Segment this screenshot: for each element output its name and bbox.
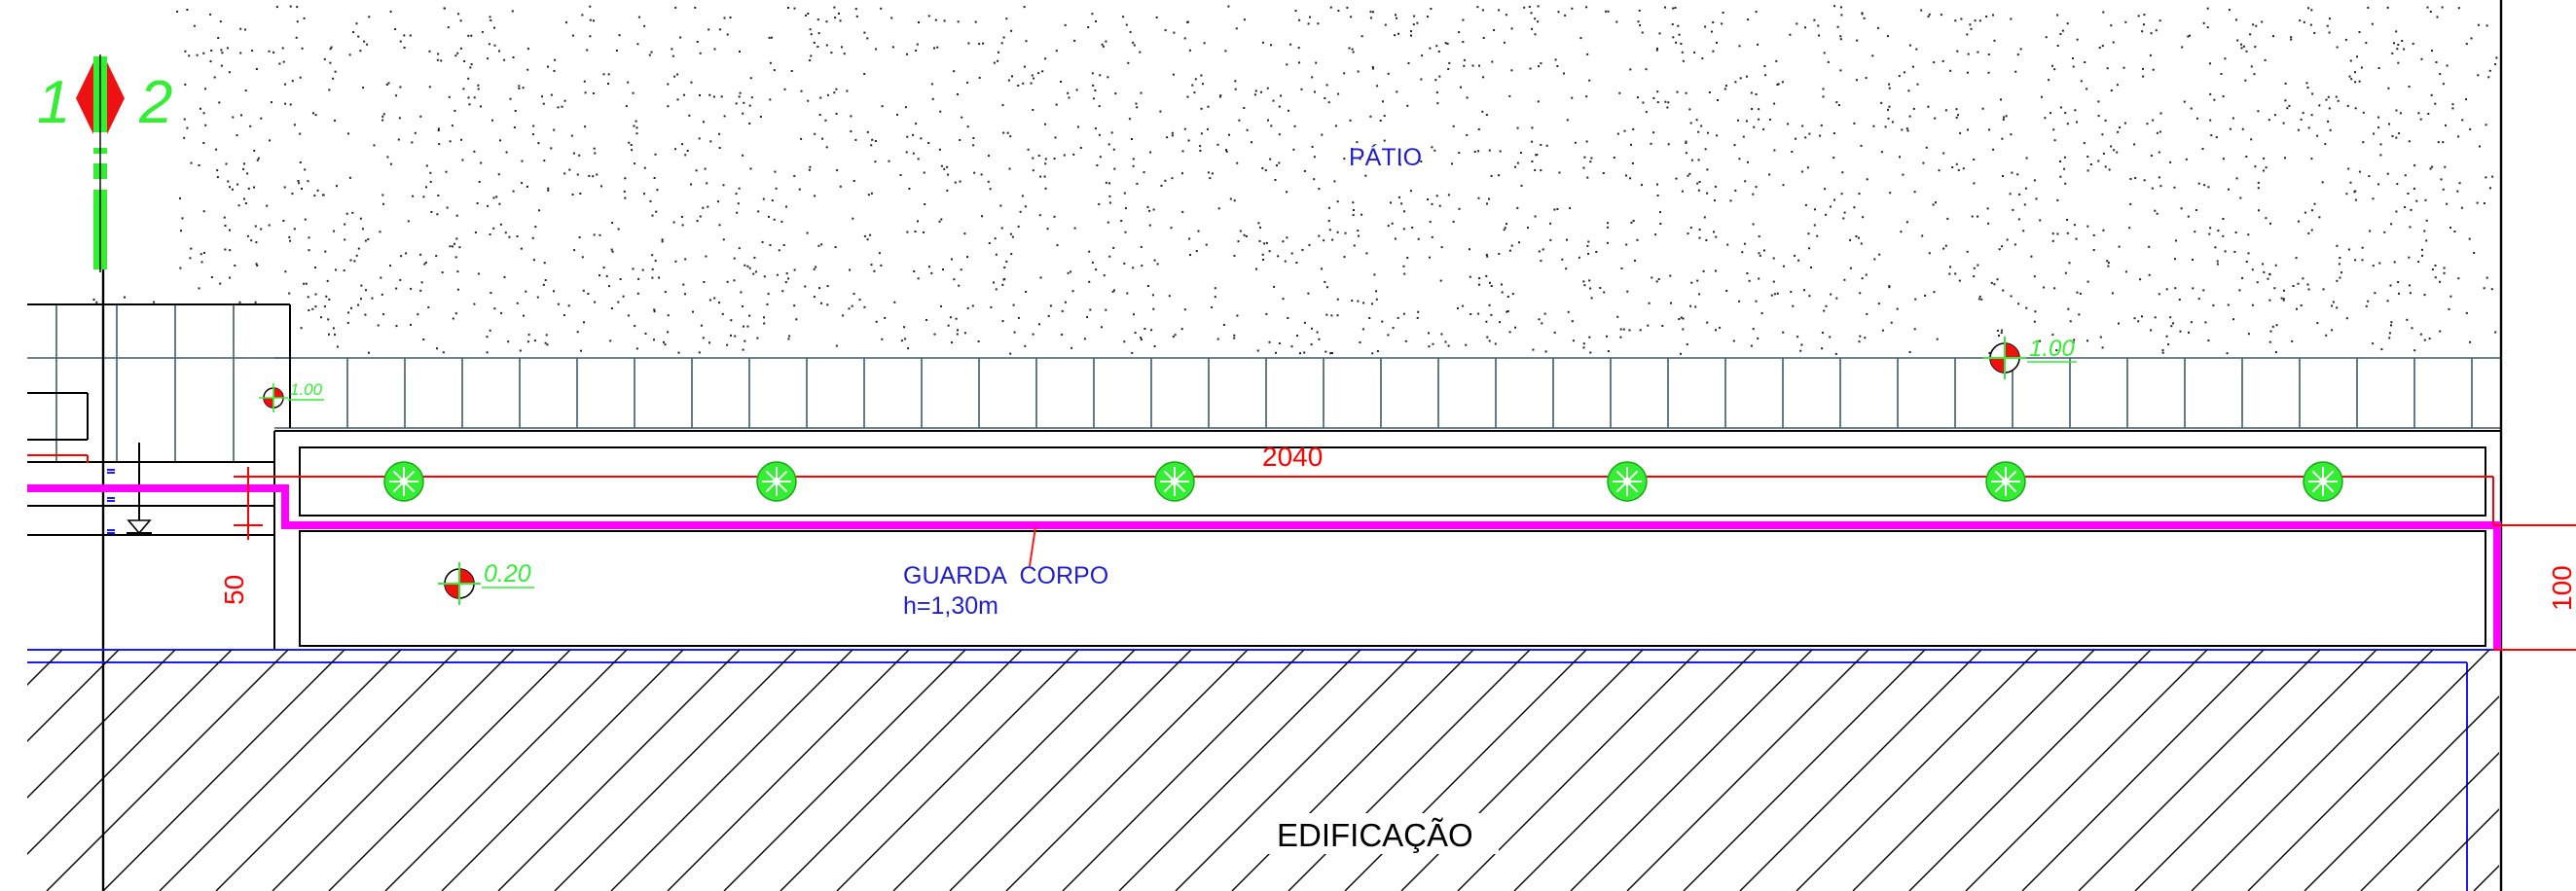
drain-icon	[2303, 461, 2343, 502]
drain-symbols	[383, 461, 2343, 502]
drain-icon	[1985, 461, 2026, 502]
building-label-mask	[1265, 813, 1499, 854]
drain-icon	[756, 461, 797, 502]
drain-icon	[1154, 461, 1195, 502]
guard-rail-label: GUARDA CORPO	[903, 562, 1108, 589]
building-hatch	[27, 650, 2499, 891]
level-value: 1.00	[290, 380, 323, 399]
level-symbol-icon	[438, 562, 481, 605]
dimension-vertical-right-label: 100	[2547, 565, 2576, 611]
dimension-horizontal-label: 2040	[1262, 442, 1323, 472]
level-value: 0.20	[484, 560, 531, 588]
left-wall-structure	[27, 263, 291, 891]
guard-rail-structure	[273, 0, 2503, 891]
building-label: EDIFICAÇÃO	[1277, 817, 1473, 853]
level-value: 1.00	[2029, 336, 2075, 362]
drain-icon	[383, 461, 424, 502]
section-marker: 1 2	[37, 54, 172, 272]
section-cut-line	[76, 54, 125, 272]
small-blue-ticks	[107, 469, 115, 534]
magenta-pipe	[27, 484, 2501, 650]
dimension-lines	[27, 454, 2576, 651]
guard-rail-height-label: h=1,30m	[903, 592, 998, 620]
level-marker-patio-left: 1.00	[259, 380, 324, 412]
level-symbol-icon	[259, 383, 288, 412]
drain-icon	[1607, 461, 1648, 502]
section-marker-right-number: 2	[138, 69, 172, 136]
dimension-vertical-left-label: 50	[219, 575, 249, 605]
level-marker-patio-right: 1.00	[1983, 336, 2077, 379]
level-marker-lower: 0.20	[438, 560, 534, 605]
level-symbol-icon	[1983, 337, 2026, 379]
paving-grid	[27, 303, 2501, 462]
patio-stipple-texture	[92, 5, 2498, 355]
patio-label: PÁTIO	[1349, 143, 1422, 171]
building-boundary	[27, 649, 2501, 891]
section-marker-left-number: 1	[37, 69, 70, 136]
pipe-leader-line	[1029, 526, 1036, 567]
